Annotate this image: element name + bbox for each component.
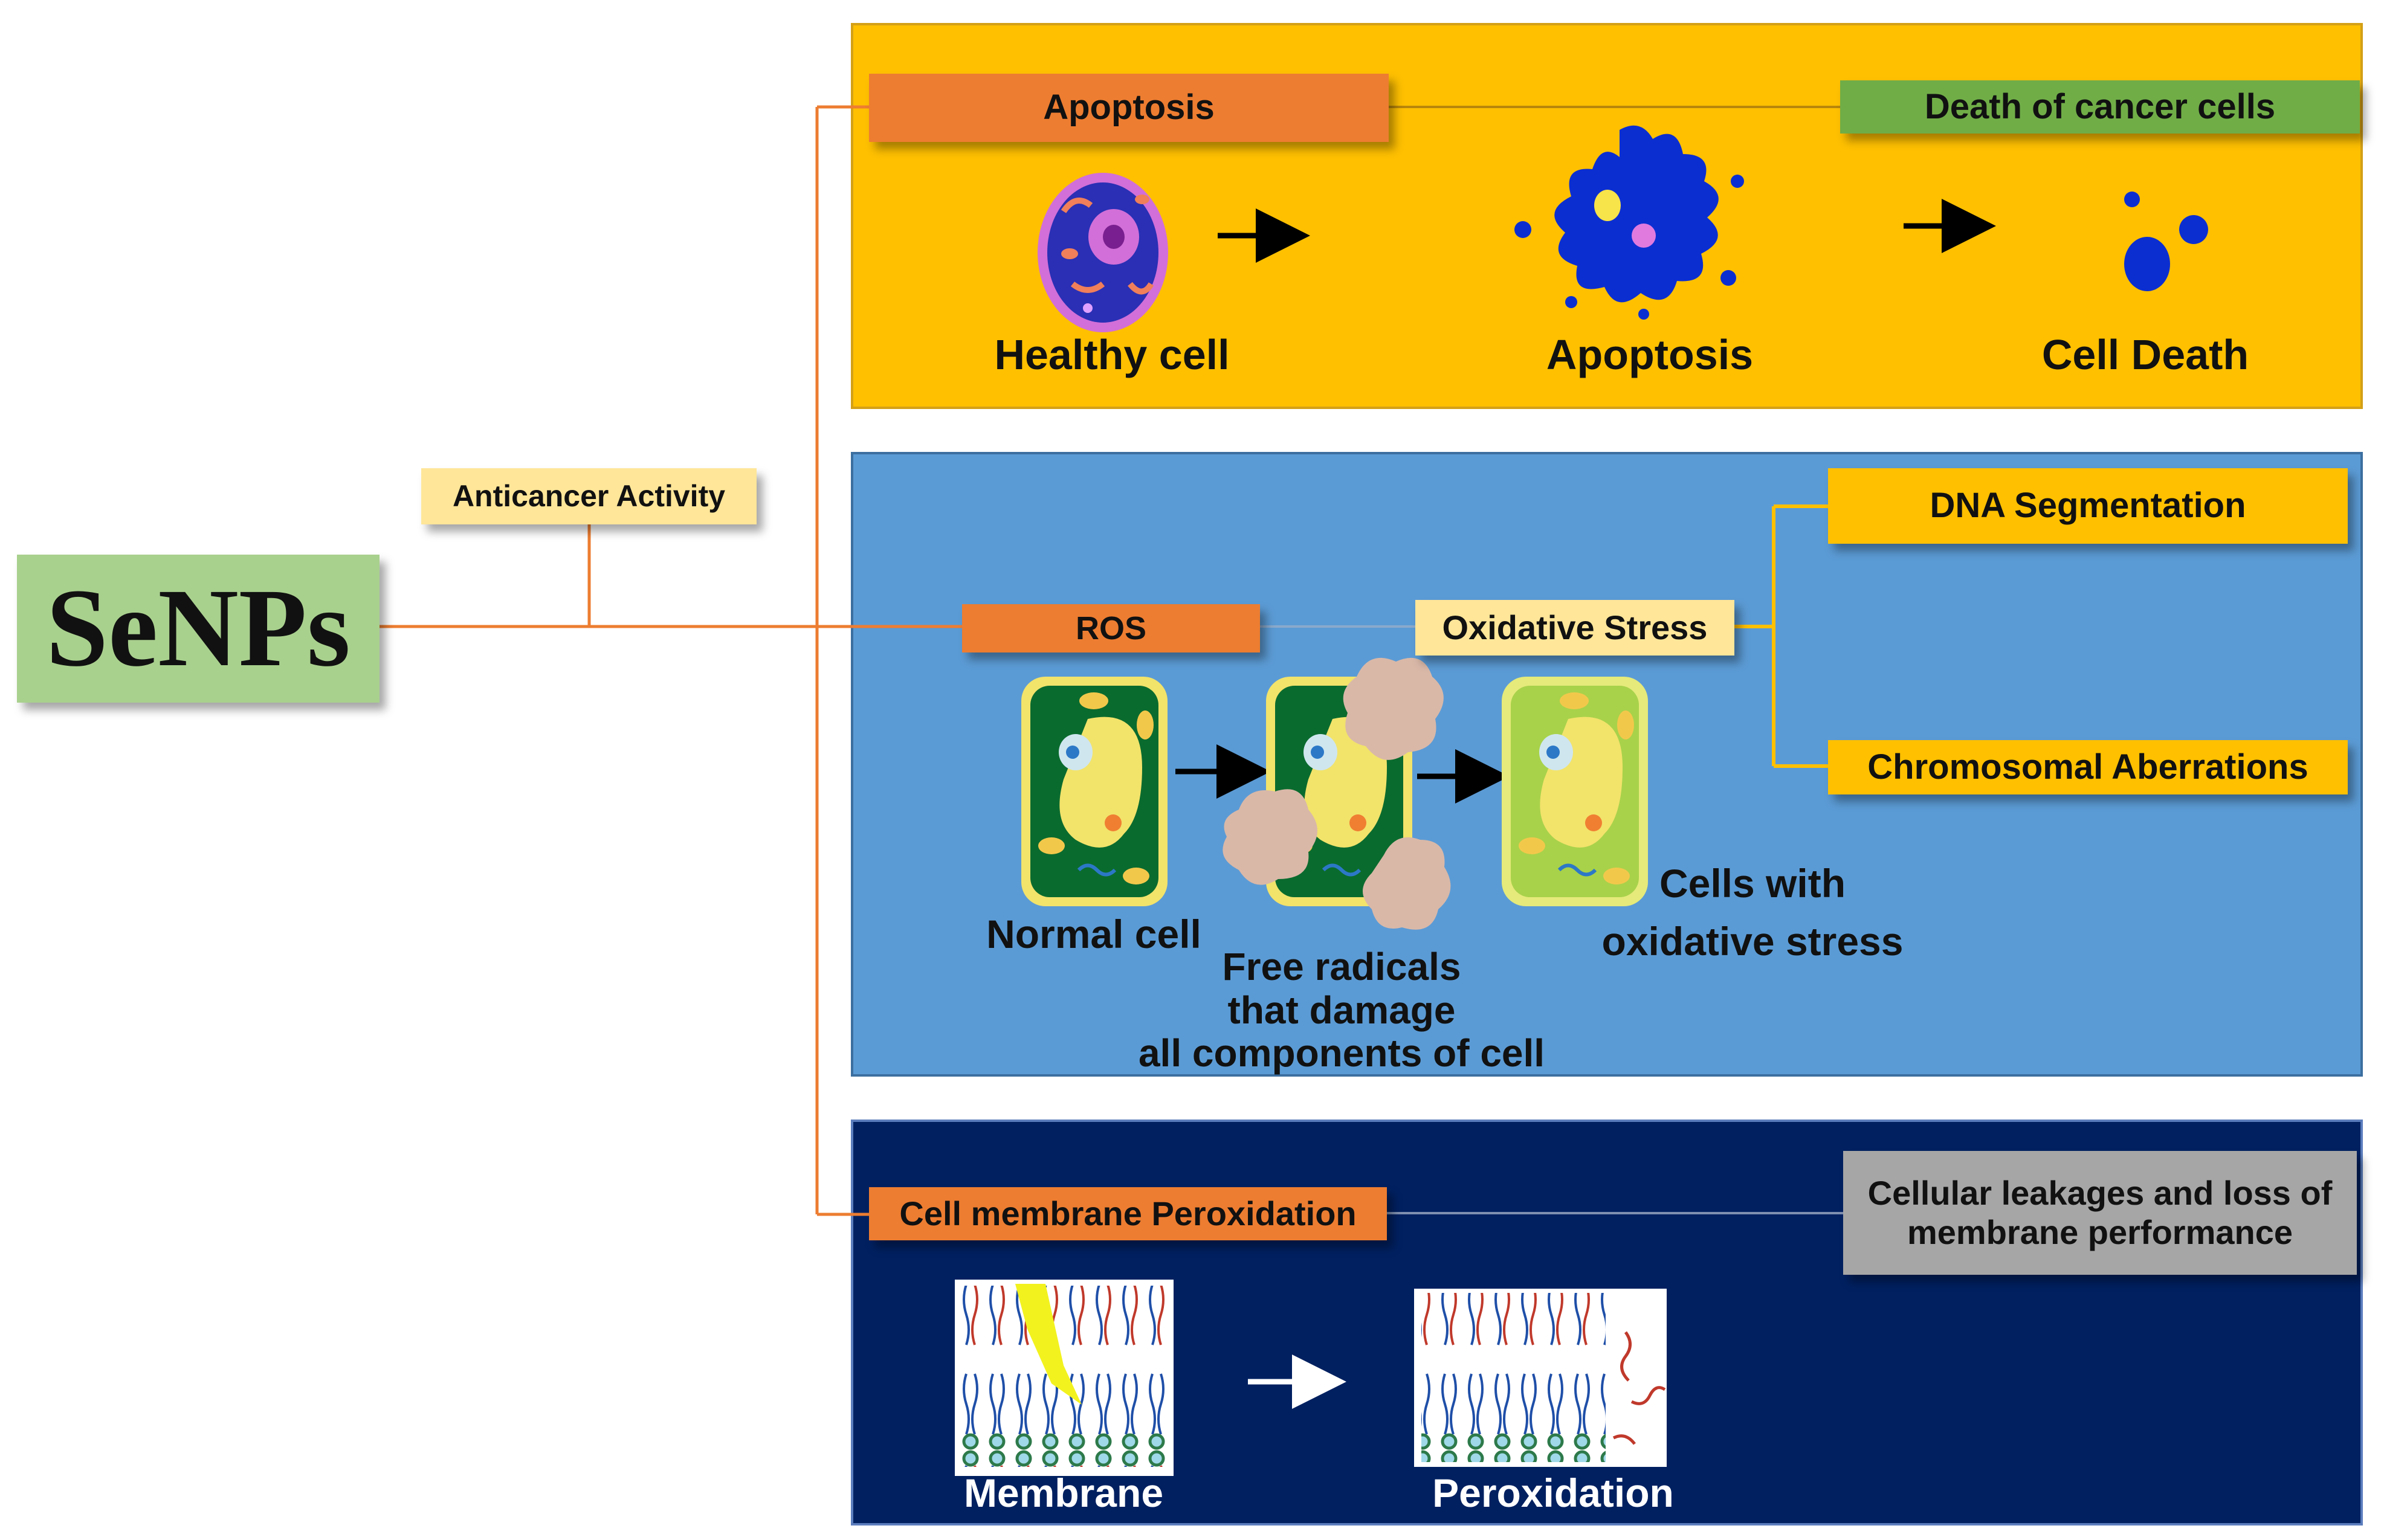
cellular-leakages-tag: Cellular leakages and loss of membrane p… [1843,1151,2357,1275]
normal-cell-icon [1021,677,1168,906]
senps-root-label: SeNPs [46,566,350,691]
oxidative-stress-label: Oxidative Stress [1442,608,1708,646]
free-radicals-caption: Free radicals that damage all components… [1138,945,1545,1075]
cell-membrane-peroxidation-tag: Cell membrane Peroxidation [869,1187,1387,1240]
free-radical-clouds [1223,657,1451,930]
normal-cell-caption: Normal cell [986,912,1201,956]
senps-root-box: SeNPs [17,555,380,703]
membrane-icon [955,1280,1174,1476]
tree-connectors [380,105,962,1216]
cellular-leakages-label: Cellular leakages and loss of membrane p… [1867,1174,2333,1251]
anticancer-activity-tag: Anticancer Activity [421,468,757,524]
ros-tag: ROS [962,604,1260,652]
peroxidation-caption: Peroxidation [1432,1471,1674,1515]
anticancer-activity-label: Anticancer Activity [452,478,726,513]
cell-membrane-peroxidation-label: Cell membrane Peroxidation [899,1194,1357,1232]
stressed-cell-icon [1502,677,1648,906]
apoptosis-caption: Apoptosis [1546,331,1754,378]
oxidative-stress-cells-caption: Cells with oxidative stress [1601,861,1904,964]
apoptosis-tag: Apoptosis [869,74,1389,142]
death-of-cancer-cells-label: Death of cancer cells [1924,86,2276,126]
apoptosis-tag-label: Apoptosis [1043,88,1215,127]
peroxidation-icon [1414,1289,1667,1467]
healthy-cell-icon [1038,173,1168,332]
death-of-cancer-cells-tag: Death of cancer cells [1840,80,2360,134]
panel-connectors [1260,106,1843,1214]
ros-tag-label: ROS [1075,610,1147,646]
chromosomal-aberrations-tag: Chromosomal Aberrations [1828,740,2348,794]
chromosomal-aberrations-label: Chromosomal Aberrations [1867,747,2308,787]
apoptosis-cell-icon [1514,125,1744,320]
membrane-caption: Membrane [963,1471,1164,1515]
cell-death-caption: Cell Death [2041,331,2249,378]
dna-segmentation-tag: DNA Segmentation [1828,468,2348,544]
healthy-cell-caption: Healthy cell [994,331,1230,378]
oxidative-stress-tag: Oxidative Stress [1415,600,1734,656]
dna-segmentation-label: DNA Segmentation [1930,486,2246,526]
cell-death-icon [2124,192,2208,291]
